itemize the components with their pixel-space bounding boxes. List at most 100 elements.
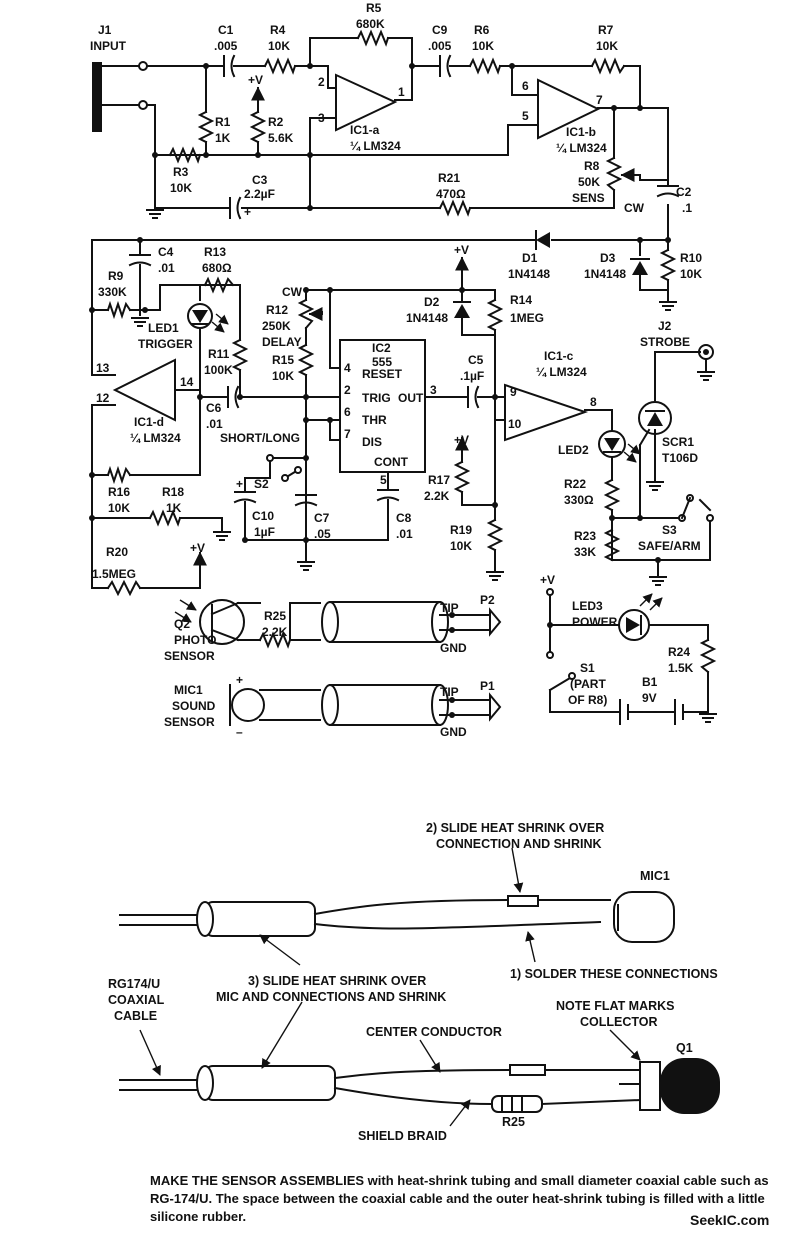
label-d1v: 1N4148: [508, 267, 550, 281]
label-r13: R13: [204, 245, 226, 259]
label-c7: C7: [314, 511, 330, 525]
label-r15v: 10K: [272, 369, 294, 383]
label-gnd-1: GND: [440, 725, 467, 739]
label-c4: C4: [158, 245, 174, 259]
label-pin7-ic2: 7: [344, 427, 351, 441]
assembly-r25: R25: [502, 1115, 525, 1129]
label-r8: R8: [584, 159, 600, 173]
label-r25: R25: [264, 609, 286, 623]
assembly-step2-line1: 2) SLIDE HEAT SHRINK OVER: [426, 821, 604, 835]
label-r24: R24: [668, 645, 690, 659]
label-pin9: 9: [510, 385, 517, 399]
label-c8v: .01: [396, 527, 413, 541]
label-r23: R23: [574, 529, 596, 543]
label-safe-arm: SAFE/ARM: [638, 539, 701, 553]
label-led2: LED2: [558, 443, 589, 457]
label-short-long: SHORT/LONG: [220, 431, 300, 445]
label-c5: C5: [468, 353, 484, 367]
label-r16: R16: [108, 485, 130, 499]
label-r6v: 10K: [472, 39, 494, 53]
label-mic-plus: +: [236, 673, 243, 687]
label-delay: DELAY: [262, 335, 302, 349]
label-r22v: 330Ω: [564, 493, 594, 507]
label-c10-plus: +: [236, 477, 243, 491]
assembly-labels: 2) SLIDE HEAT SHRINK OVER CONNECTION AND…: [108, 821, 718, 1143]
label-dis: DIS: [362, 435, 382, 449]
label-pin2-a: 2: [318, 75, 325, 89]
label-r10v: 10K: [680, 267, 702, 281]
label-cw-r8: CW: [624, 201, 645, 215]
supply-arrows: [193, 86, 469, 566]
label-pin6: 6: [522, 79, 529, 93]
label-vplus-1: +V: [248, 73, 263, 87]
label-c10v: 1µF: [254, 525, 275, 539]
label-pin12: 12: [96, 391, 110, 405]
label-r9v: 330K: [98, 285, 127, 299]
label-c10: C10: [252, 509, 274, 523]
label-c9: C9: [432, 23, 448, 37]
junction-dots: [89, 63, 671, 718]
label-b1v: 9V: [642, 691, 657, 705]
label-cw-r12: CW: [282, 285, 303, 299]
label-b1: B1: [642, 675, 658, 689]
label-vplus-3: +V: [454, 433, 469, 447]
label-r13v: 680Ω: [202, 261, 232, 275]
label-sound-sensor: SENSOR: [164, 715, 215, 729]
assembly-center-conductor: CENTER CONDUCTOR: [366, 1025, 502, 1039]
label-cont: CONT: [374, 455, 409, 469]
label-c1: C1: [218, 23, 234, 37]
assembly-rg174-1: RG174/U: [108, 977, 160, 991]
label-r14: R14: [510, 293, 532, 307]
label-pin7-b: 7: [596, 93, 603, 107]
label-c2v: .1: [682, 201, 692, 215]
label-c8: C8: [396, 511, 412, 525]
label-c1v: .005: [214, 39, 238, 53]
label-r21: R21: [438, 171, 460, 185]
label-mic-minus: –: [236, 725, 243, 739]
sensor-assembly-drawing: [119, 847, 720, 1127]
label-trigger: TRIGGER: [138, 337, 193, 351]
label-led3: LED3: [572, 599, 603, 613]
label-sens: SENS: [572, 191, 605, 205]
label-part-of: (PART: [570, 677, 606, 691]
figure-caption: MAKE THE SENSOR ASSEMBLIES with heat-shr…: [150, 1172, 790, 1226]
label-r11v: 100K: [204, 363, 233, 377]
label-c6v: .01: [206, 417, 223, 431]
label-pin14: 14: [180, 375, 194, 389]
label-r8v: 50K: [578, 175, 600, 189]
label-r12: R12: [266, 303, 288, 317]
assembly-rg174-3: CABLE: [114, 1009, 157, 1023]
label-c3: C3: [252, 173, 268, 187]
label-c6: C6: [206, 401, 222, 415]
assembly-q1: Q1: [676, 1041, 693, 1055]
label-vplus-4: +V: [190, 541, 205, 555]
label-pin6-ic2: 6: [344, 405, 351, 419]
label-r12v: 250K: [262, 319, 291, 333]
label-c5v: .1µF: [460, 369, 484, 383]
label-c7v: .05: [314, 527, 331, 541]
assembly-shield-braid: SHIELD BRAID: [358, 1129, 447, 1143]
label-r3: R3: [173, 165, 189, 179]
label-r22: R22: [564, 477, 586, 491]
label-r7v: 10K: [596, 39, 618, 53]
label-out: OUT: [398, 391, 424, 405]
label-s3: S3: [662, 523, 677, 537]
label-r20v: 1.5MEG: [92, 567, 136, 581]
label-r17v: 2.2K: [424, 489, 450, 503]
label-p1: P1: [480, 679, 495, 693]
label-pin3-ic2: 3: [430, 383, 437, 397]
label-d2v: 1N4148: [406, 311, 448, 325]
label-reset: RESET: [362, 367, 403, 381]
label-ic1c: IC1-c: [544, 349, 574, 363]
label-sound: SOUND: [172, 699, 216, 713]
label-d3v: 1N4148: [584, 267, 626, 281]
label-pin1: 1: [398, 85, 405, 99]
label-r16v: 10K: [108, 501, 130, 515]
assembly-step3-line1: 3) SLIDE HEAT SHRINK OVER: [248, 974, 426, 988]
label-r6: R6: [474, 23, 490, 37]
label-r19v: 10K: [450, 539, 472, 553]
label-r2: R2: [268, 115, 284, 129]
label-r9: R9: [108, 269, 124, 283]
assembly-collector: COLLECTOR: [580, 1015, 658, 1029]
